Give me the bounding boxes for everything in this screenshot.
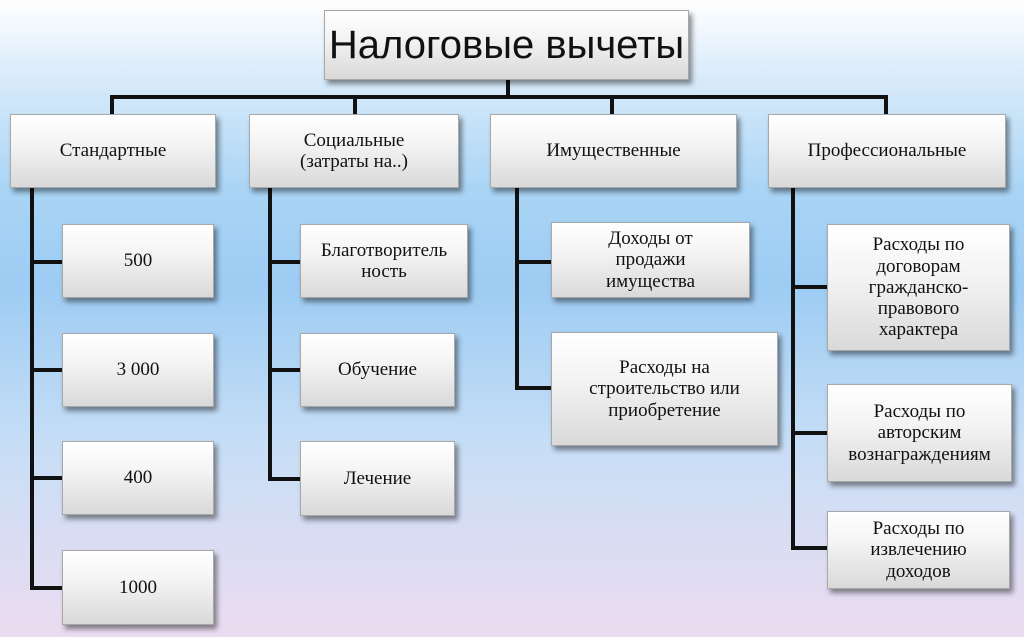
standard-item-400: 400	[62, 441, 214, 515]
social-item-charity: Благотворитель ность	[300, 224, 468, 298]
professional-item-income-extraction: Расходы по извлечению доходов	[827, 511, 1010, 589]
property-item-sale: Доходы от продажи имущества	[551, 222, 750, 298]
category-professional: Профессиональные	[768, 114, 1006, 188]
professional-item-author-fees: Расходы по авторским вознаграждениям	[827, 384, 1012, 482]
social-item-education: Обучение	[300, 333, 455, 407]
standard-item-3000: 3 000	[62, 333, 214, 407]
root-node-title: Налоговые вычеты	[324, 10, 689, 80]
standard-item-1000: 1000	[62, 550, 214, 625]
property-item-construction: Расходы на строительство или приобретени…	[551, 332, 778, 446]
standard-item-500: 500	[62, 224, 214, 298]
category-property: Имущественные	[490, 114, 737, 188]
social-item-treatment: Лечение	[300, 441, 455, 516]
category-standard: Стандартные	[10, 114, 216, 188]
category-social: Социальные (затраты на..)	[249, 114, 459, 188]
professional-item-civil-contracts: Расходы по договорам гражданско- правово…	[827, 224, 1010, 351]
